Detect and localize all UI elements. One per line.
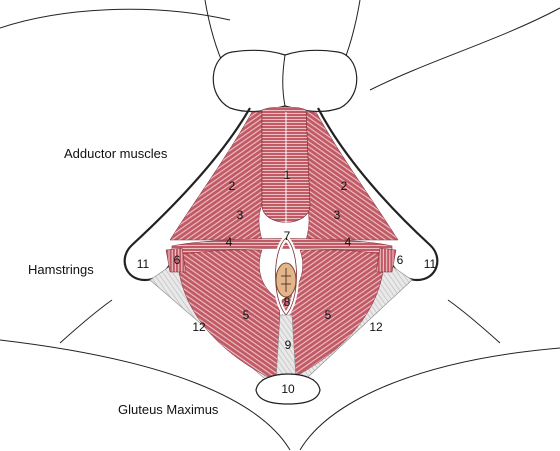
label-3-right: 3	[334, 208, 341, 222]
hamstrings-label: Hamstrings	[28, 262, 94, 277]
muscle-upper-left	[170, 112, 262, 240]
label-2-left: 2	[229, 179, 236, 193]
label-8: 8	[284, 295, 291, 309]
label-7: 7	[284, 229, 291, 243]
label-11-left: 11	[137, 257, 150, 271]
label-5-left: 5	[243, 308, 250, 322]
label-12-left: 12	[192, 320, 206, 334]
label-4-right: 4	[345, 235, 352, 249]
label-6-left: 6	[174, 253, 181, 267]
label-3-left: 3	[237, 208, 244, 222]
label-10: 10	[281, 382, 295, 396]
label-12-right: 12	[369, 320, 383, 334]
label-2-right: 2	[341, 179, 348, 193]
label-6-right: 6	[397, 253, 404, 267]
label-11-right: 11	[424, 257, 437, 271]
label-1: 1	[284, 168, 291, 182]
label-4-left: 4	[226, 235, 233, 249]
gluteus-maximus-label: Gluteus Maximus	[118, 402, 218, 417]
label-9: 9	[285, 338, 292, 352]
label-5-right: 5	[325, 308, 332, 322]
muscle-upper-right	[306, 112, 398, 240]
pubic-bone	[213, 50, 356, 111]
adductor-muscles-label: Adductor muscles	[64, 146, 167, 161]
